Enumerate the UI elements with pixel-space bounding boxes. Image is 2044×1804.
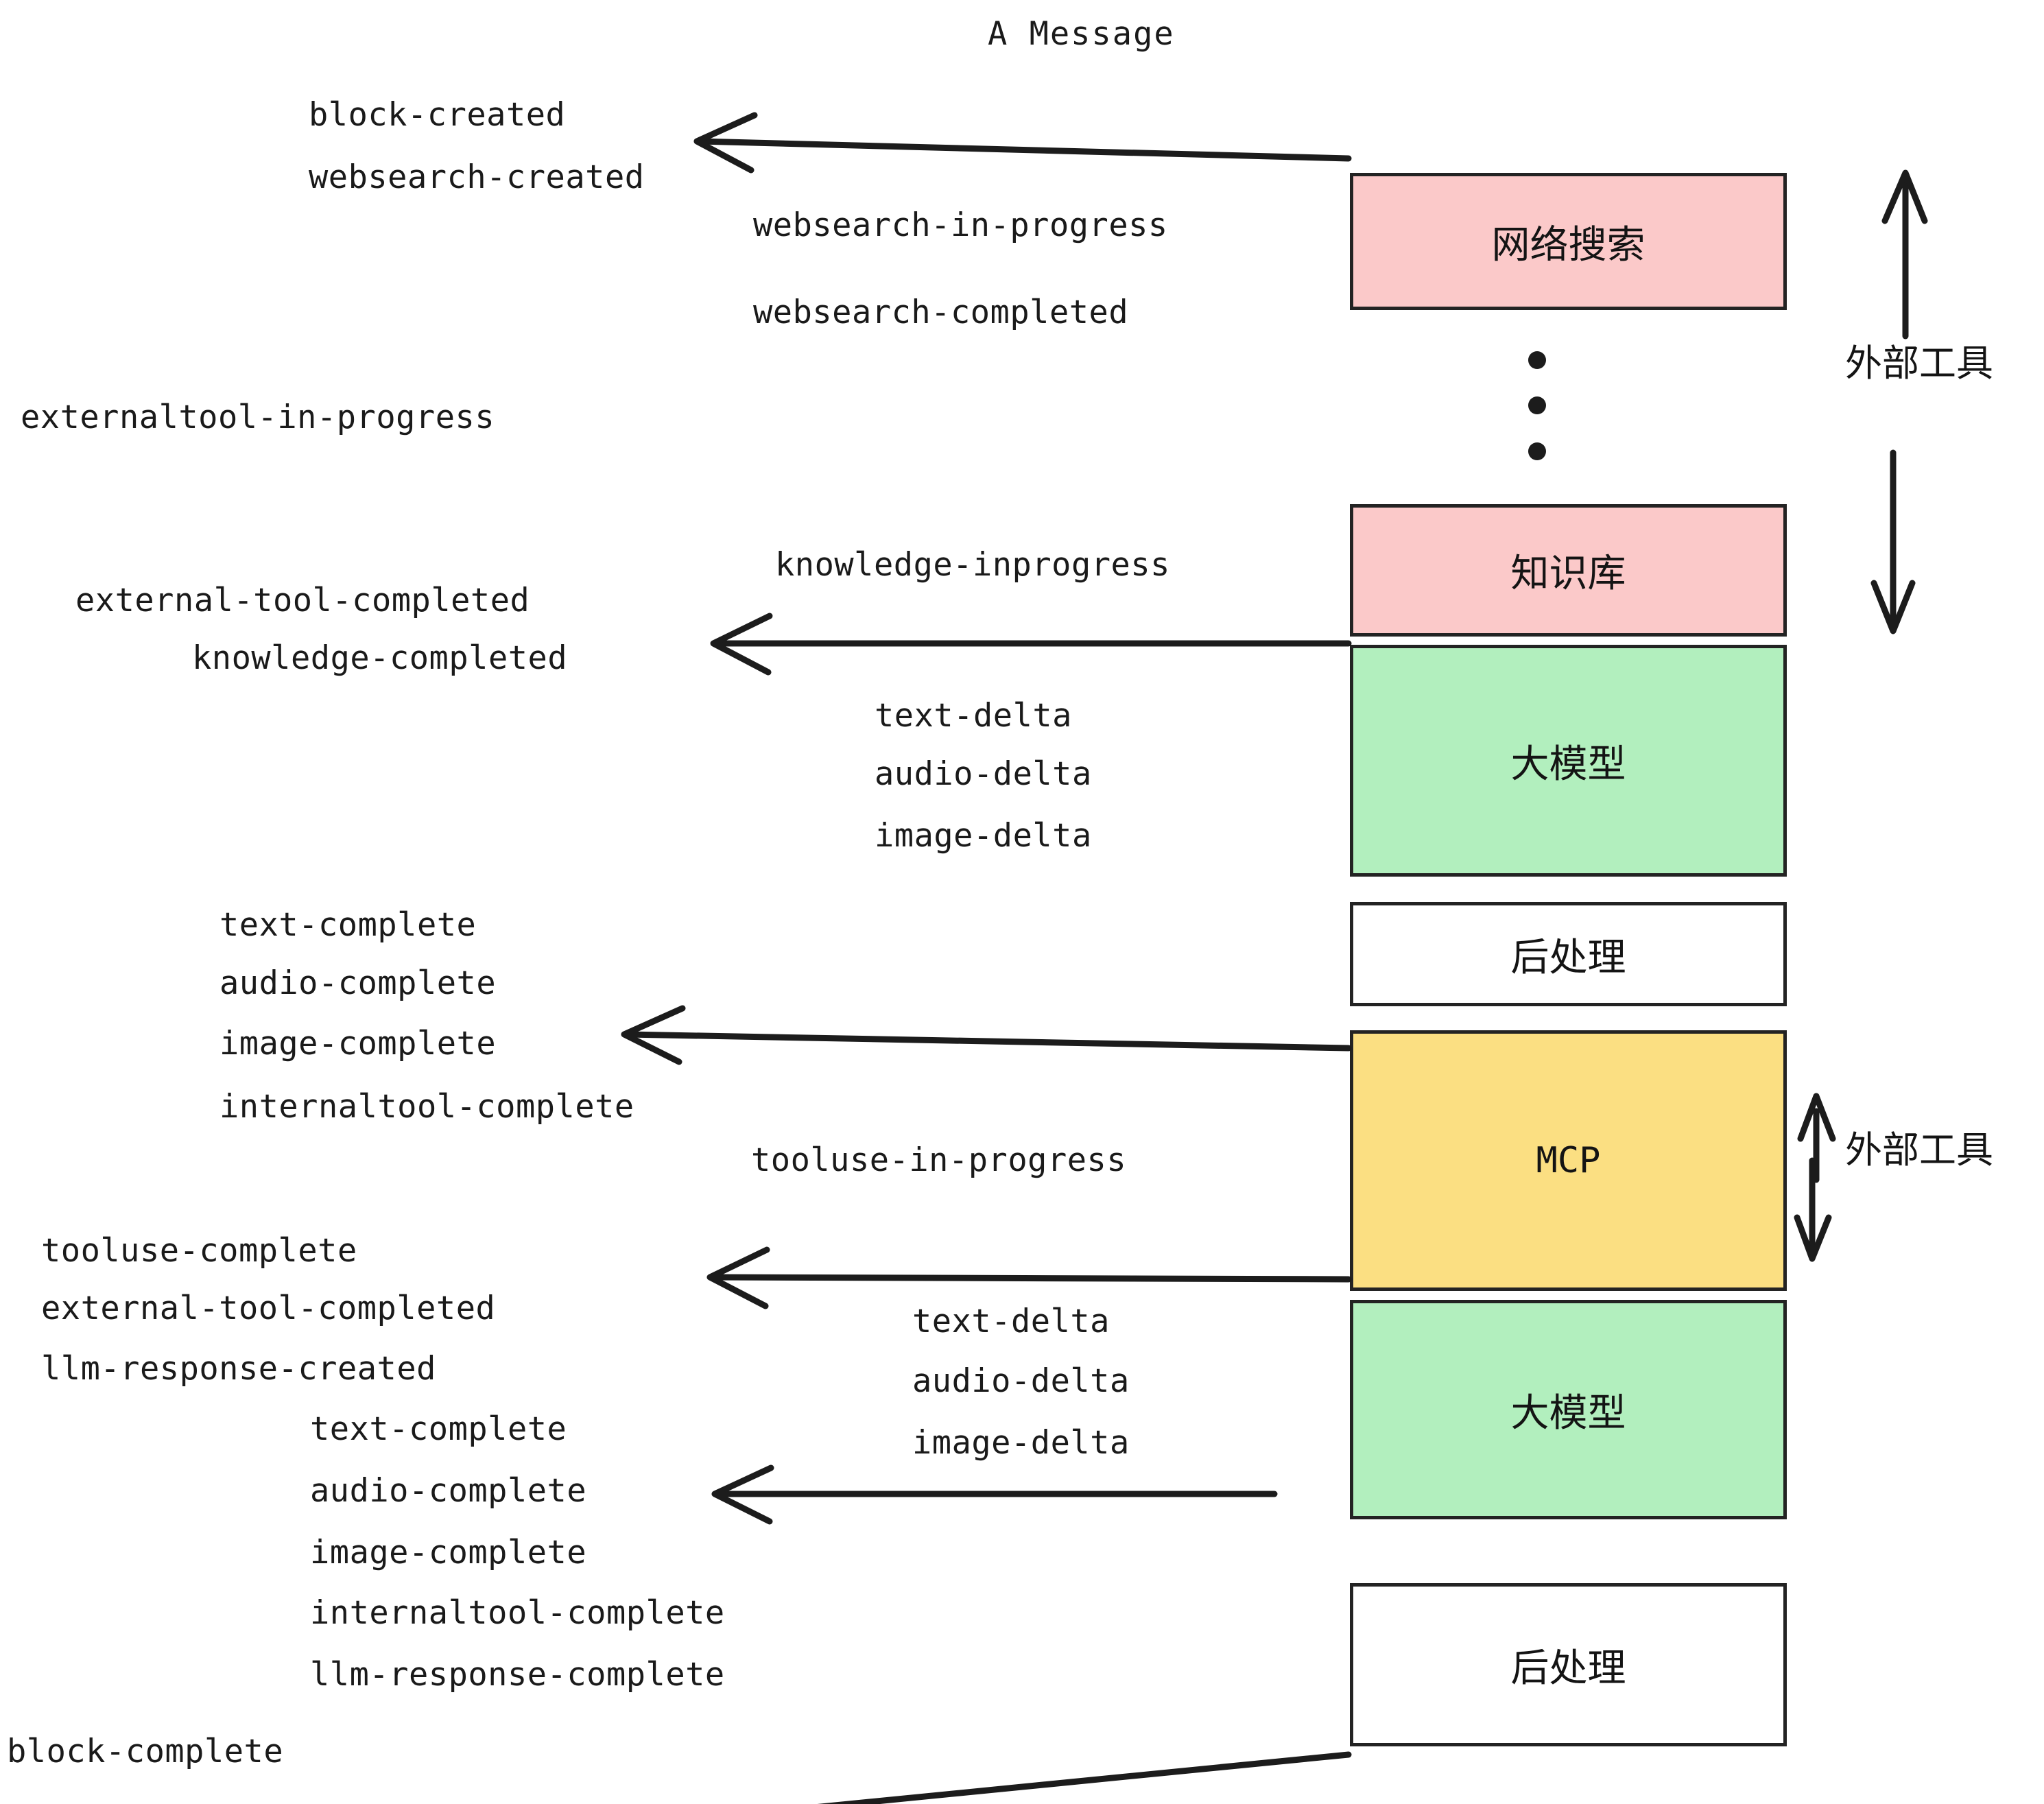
event-text-delta-1: text-delta	[875, 697, 1072, 735]
arrow-mcp-to-tooluse-complete	[706, 1246, 1352, 1309]
box-llm-1[interactable]: 大模型	[1350, 645, 1787, 877]
ellipsis-dot	[1528, 442, 1546, 460]
arrow-knowledge-to-completed	[710, 613, 1352, 676]
ellipsis-dot	[1528, 351, 1546, 369]
side-label-external-tools-top: 外部工具	[1845, 342, 1993, 385]
arrow-llm2-to-audio-complete	[711, 1464, 1278, 1525]
event-externaltool-in-progress: externaltool-in-progress	[21, 399, 495, 436]
external-tools-bracket-top	[1870, 169, 1928, 634]
event-text-delta-2: text-delta	[912, 1303, 1110, 1340]
external-tools-bracket-bottom	[1794, 1093, 1836, 1262]
box-postprocess-2[interactable]: 后处理	[1350, 1583, 1787, 1746]
event-block-complete: block-complete	[7, 1733, 284, 1770]
event-llm-response-complete: llm-response-complete	[310, 1656, 725, 1694]
event-audio-delta-1: audio-delta	[875, 755, 1092, 793]
event-llm-response-created: llm-response-created	[41, 1350, 436, 1388]
box-mcp[interactable]: MCP	[1350, 1030, 1787, 1291]
arrow-postprocess2-to-block-complete	[817, 1751, 1352, 1804]
event-tooluse-in-progress: tooluse-in-progress	[751, 1141, 1127, 1179]
event-audio-complete-2: audio-complete	[310, 1472, 587, 1510]
event-knowledge-completed: knowledge-completed	[192, 639, 568, 677]
box-websearch[interactable]: 网络搜索	[1350, 173, 1787, 310]
ellipsis-dot	[1528, 396, 1546, 414]
box-knowledge[interactable]: 知识库	[1350, 504, 1787, 637]
box-llm-2[interactable]: 大模型	[1350, 1300, 1787, 1519]
event-audio-complete-1: audio-complete	[219, 964, 497, 1002]
event-internaltool-complete-1: internaltool-complete	[219, 1088, 634, 1126]
box-postprocess-1[interactable]: 后处理	[1350, 902, 1787, 1006]
event-tooluse-complete: tooluse-complete	[41, 1232, 357, 1270]
event-knowledge-inprogress: knowledge-inprogress	[775, 546, 1170, 584]
event-image-delta-1: image-delta	[875, 817, 1092, 855]
side-label-external-tools-bottom: 外部工具	[1845, 1128, 1993, 1172]
event-audio-delta-2: audio-delta	[912, 1362, 1130, 1400]
event-image-complete-2: image-complete	[310, 1534, 587, 1571]
event-external-tool-completed-2: external-tool-completed	[41, 1290, 496, 1327]
event-internaltool-complete-2: internaltool-complete	[310, 1594, 725, 1632]
arrow-websearch-to-block-created	[693, 112, 1352, 174]
event-image-complete-1: image-complete	[219, 1025, 497, 1063]
event-block-created: block-created	[309, 96, 566, 134]
event-websearch-created: websearch-created	[309, 158, 645, 196]
event-text-complete-2: text-complete	[310, 1410, 567, 1448]
event-external-tool-completed-1: external-tool-completed	[75, 582, 530, 619]
event-websearch-in-progress: websearch-in-progress	[753, 206, 1168, 244]
event-image-delta-2: image-delta	[912, 1424, 1130, 1462]
page-title: A Message	[988, 15, 1175, 53]
event-text-complete-1: text-complete	[219, 906, 477, 944]
event-websearch-completed: websearch-completed	[753, 294, 1129, 331]
arrow-postprocess1-to-image-complete	[621, 1005, 1352, 1065]
